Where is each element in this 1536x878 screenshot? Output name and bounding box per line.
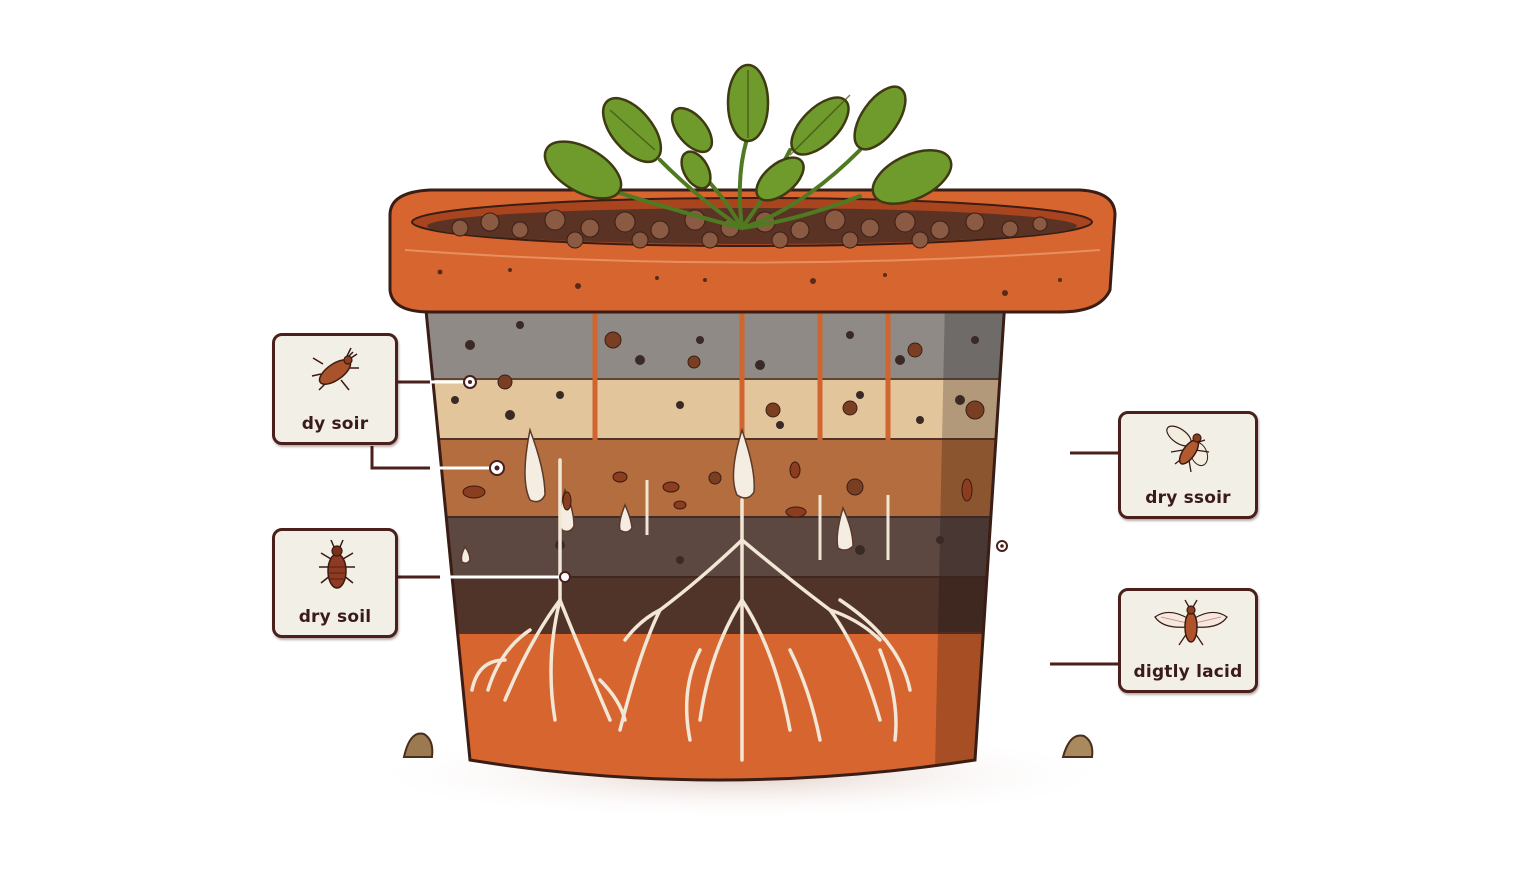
soil-layers xyxy=(425,300,1005,780)
pebble-left xyxy=(402,732,434,758)
fly-icon xyxy=(1154,599,1228,646)
roots xyxy=(470,458,912,762)
winged-insect-icon xyxy=(1166,425,1210,473)
beetle-icon xyxy=(311,347,359,391)
label-text: dry ssoir xyxy=(1145,488,1231,508)
label-card-right-top: dry ssoir xyxy=(1118,411,1258,519)
connector-lines xyxy=(370,380,1118,666)
label-card-right-bottom: digtly lacid xyxy=(1118,588,1258,693)
label-card-left-top: dy soir xyxy=(272,333,398,445)
label-card-left-bottom: dry soil xyxy=(272,528,398,638)
pebble-right xyxy=(1061,734,1094,758)
bug-icon xyxy=(319,539,355,589)
label-text: dry soil xyxy=(298,607,372,627)
pot-rim xyxy=(388,188,1117,314)
plant xyxy=(543,63,953,230)
label-text: dy soir xyxy=(301,414,369,434)
label-text: digtly lacid xyxy=(1133,662,1243,682)
